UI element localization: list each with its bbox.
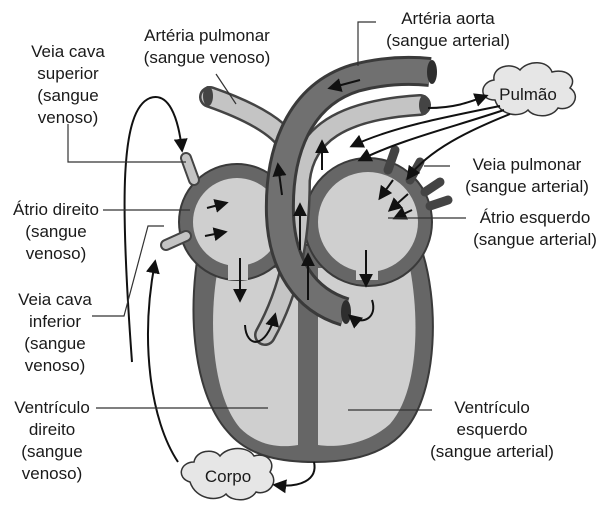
label-arteria-aorta: Artéria aorta (sangue arterial): [386, 9, 510, 50]
svg-text:inferior: inferior: [29, 312, 81, 331]
svg-text:(sangue venoso): (sangue venoso): [144, 48, 271, 67]
atrio-esquerdo-chamber: [318, 172, 418, 272]
svg-text:Artéria aorta: Artéria aorta: [401, 9, 495, 28]
svg-text:superior: superior: [37, 64, 99, 83]
label-veia-cava-inferior: Veia cava inferior (sangue venoso): [18, 290, 92, 375]
svg-text:Ventrículo: Ventrículo: [14, 398, 90, 417]
corpo-label: Corpo: [205, 467, 251, 486]
pulmao-cloud: Pulmão: [483, 63, 575, 116]
svg-text:Artéria pulmonar: Artéria pulmonar: [144, 26, 270, 45]
corpo-cloud: Corpo: [181, 449, 273, 500]
svg-text:venoso): venoso): [25, 356, 85, 375]
svg-text:Átrio direito: Átrio direito: [13, 200, 99, 219]
svg-text:(sangue arterial): (sangue arterial): [430, 442, 554, 461]
valve-right: [228, 262, 248, 280]
svg-text:(sangue arterial): (sangue arterial): [386, 31, 510, 50]
svg-text:Átrio esquerdo: Átrio esquerdo: [480, 208, 591, 227]
svg-text:Veia pulmonar: Veia pulmonar: [473, 155, 582, 174]
svg-text:(sangue: (sangue: [25, 222, 86, 241]
label-ventriculo-esquerdo: Ventrículo esquerdo (sangue arterial): [430, 398, 554, 461]
svg-text:Veia cava: Veia cava: [31, 42, 105, 61]
label-veia-pulmonar: Veia pulmonar (sangue arterial): [465, 155, 589, 196]
label-atrio-esquerdo: Átrio esquerdo (sangue arterial): [473, 208, 597, 249]
svg-text:venoso): venoso): [22, 464, 82, 483]
svg-text:Ventrículo: Ventrículo: [454, 398, 530, 417]
svg-text:(sangue arterial): (sangue arterial): [465, 177, 589, 196]
label-atrio-direito: Átrio direito (sangue venoso): [13, 200, 99, 263]
label-veia-cava-superior: Veia cava superior (sangue venoso): [31, 42, 105, 127]
svg-text:esquerdo: esquerdo: [457, 420, 528, 439]
label-arteria-pulmonar: Artéria pulmonar (sangue venoso): [144, 26, 271, 67]
svg-text:(sangue: (sangue: [24, 334, 85, 353]
svg-text:Veia cava: Veia cava: [18, 290, 92, 309]
label-ventriculo-direito: Ventrículo direito (sangue venoso): [14, 398, 90, 483]
pulmao-label: Pulmão: [499, 85, 557, 104]
svg-text:venoso): venoso): [38, 108, 98, 127]
svg-text:(sangue arterial): (sangue arterial): [473, 230, 597, 249]
svg-text:(sangue: (sangue: [37, 86, 98, 105]
svg-text:venoso): venoso): [26, 244, 86, 263]
svg-text:direito: direito: [29, 420, 75, 439]
svg-text:(sangue: (sangue: [21, 442, 82, 461]
